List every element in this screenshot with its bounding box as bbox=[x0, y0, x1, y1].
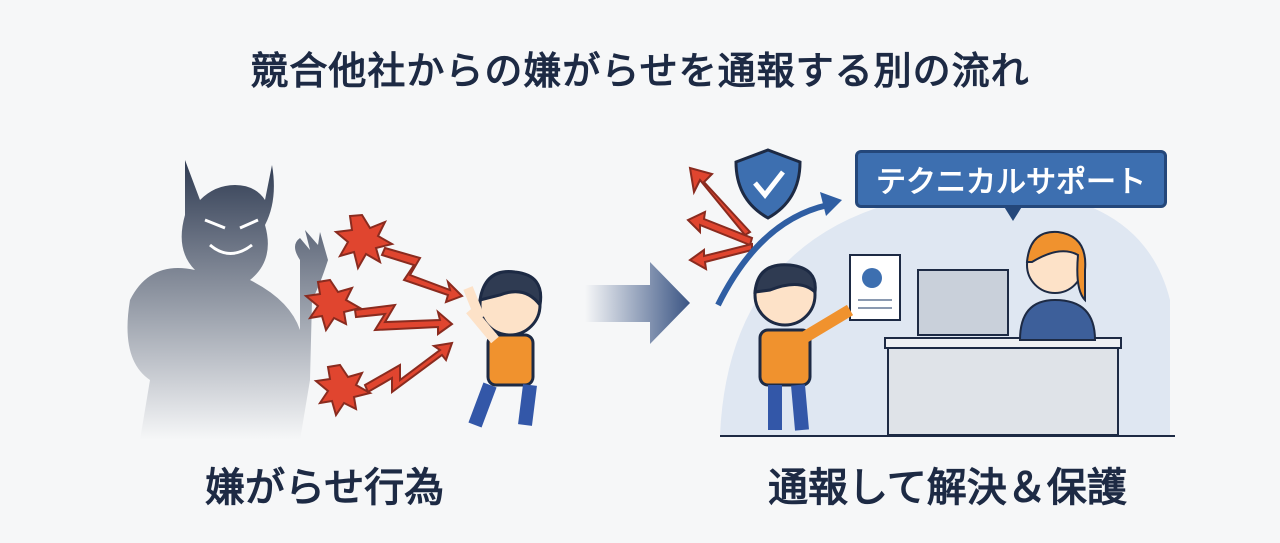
devil-silhouette bbox=[127, 160, 328, 440]
scared-child bbox=[463, 270, 543, 428]
resolution-caption: 通報して解決＆保護 bbox=[768, 465, 1127, 511]
protection-arrow bbox=[715, 202, 829, 307]
shield-check-icon bbox=[734, 148, 802, 220]
reporting-child bbox=[753, 263, 854, 431]
deflected-arrows bbox=[686, 166, 754, 271]
technical-support-bubble: テクニカルサポート bbox=[855, 150, 1167, 221]
harassment-caption: 嫌がらせ行為 bbox=[205, 465, 445, 511]
transition-arrow bbox=[585, 262, 690, 344]
report-document-icon bbox=[849, 254, 901, 321]
support-desk bbox=[884, 230, 1122, 436]
page-title: 競合他社からの嫌がらせを通報する別の流れ bbox=[250, 49, 1030, 93]
harassment-arrows bbox=[303, 213, 464, 418]
